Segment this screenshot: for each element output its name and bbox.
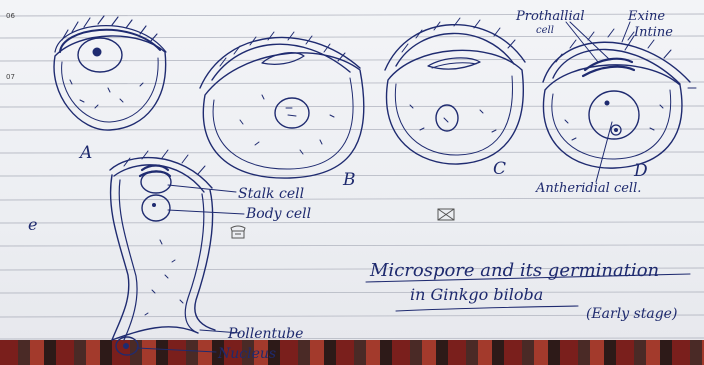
label-prothallial-cell: cell xyxy=(536,25,554,36)
page-number-06: 06 xyxy=(6,12,15,20)
label-c: C xyxy=(493,159,506,179)
label-antheridial-cell: Antheridial cell. xyxy=(535,181,641,196)
label-e: e xyxy=(28,215,37,234)
label-intine: Intine xyxy=(633,25,673,40)
label-b: B xyxy=(342,170,356,190)
label-pollentube: Pollentube xyxy=(227,326,303,342)
caption-line-2: in Ginkgo biloba xyxy=(410,285,543,304)
caption-line-3: (Early stage) xyxy=(586,306,677,322)
label-body-cell: Body cell xyxy=(245,206,311,222)
figure-d-microspore xyxy=(543,22,696,182)
figure-c-microspore xyxy=(385,18,525,164)
figure-a-microspore xyxy=(54,16,166,130)
label-d: D xyxy=(633,161,648,181)
figure-b-microspore xyxy=(200,32,364,178)
label-prothallial: Prothallial xyxy=(515,9,585,24)
label-nucleus: Nucleus xyxy=(217,346,276,362)
label-exine: Exine xyxy=(627,9,665,24)
page-number-07: 07 xyxy=(6,73,15,81)
label-stalk-cell: Stalk cell xyxy=(238,186,304,202)
phone-icon xyxy=(231,226,245,238)
label-a: A xyxy=(78,143,92,163)
envelope-icon xyxy=(438,209,454,220)
figure-e-germinating-pollen xyxy=(110,150,244,355)
